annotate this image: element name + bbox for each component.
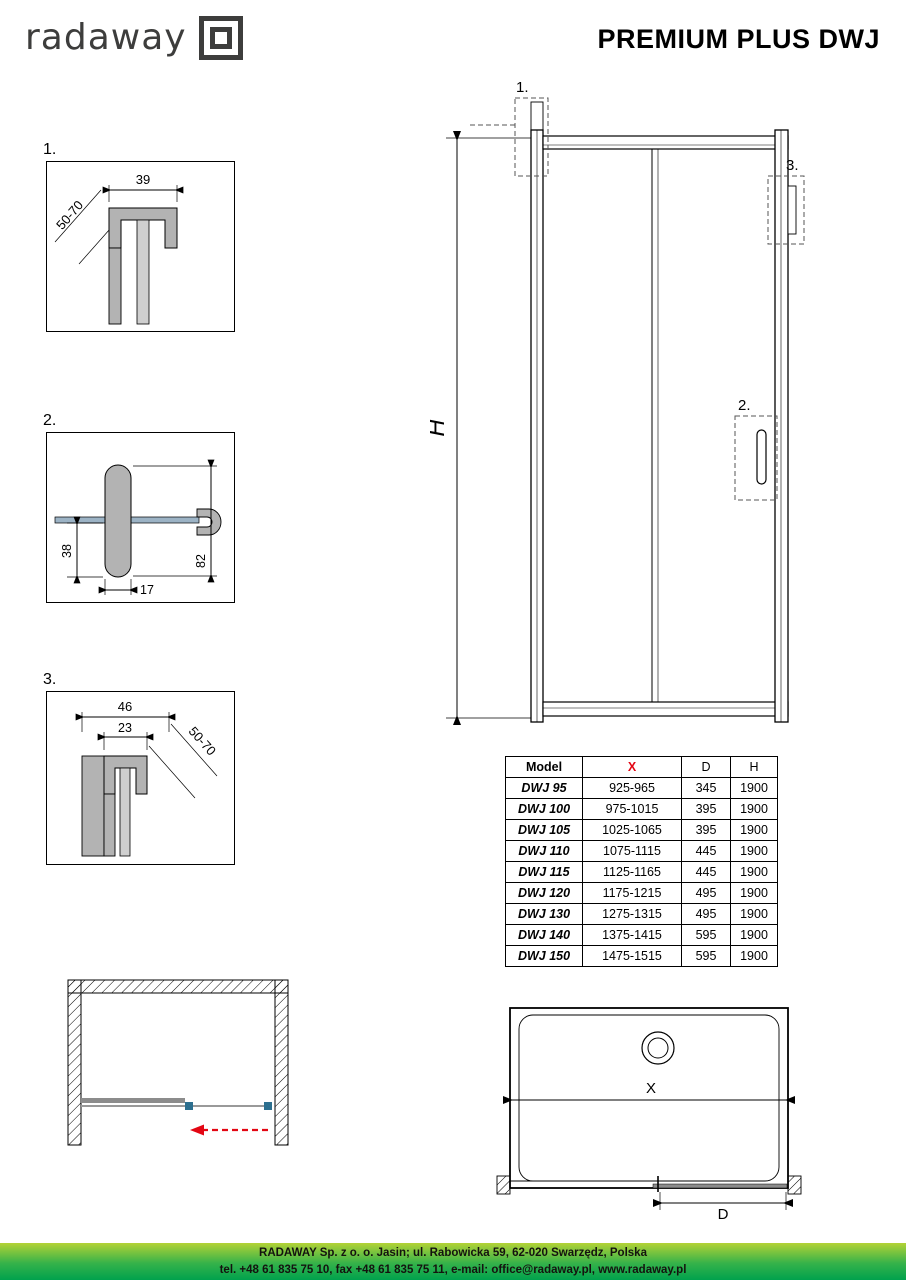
col-h: H <box>730 756 778 778</box>
detail3-drawing: 46 23 50-70 <box>46 691 235 865</box>
detail1-dim-39: 39 <box>102 172 184 202</box>
svg-text:39: 39 <box>136 172 150 187</box>
detail2-svg: 38 17 82 <box>54 459 222 597</box>
svg-text:H: H <box>430 419 450 437</box>
detail1-label: 1. <box>43 141 57 158</box>
slide-direction-arrow <box>190 1124 270 1136</box>
footer-address: RADAWAY Sp. z o. o. Jasin; ul. Rabowicka… <box>259 1246 647 1259</box>
plan-sliding-drawing <box>60 975 305 1155</box>
detail3-label: 3. <box>43 671 57 688</box>
svg-text:1.: 1. <box>516 79 529 96</box>
elevation-svg: H 1. <box>423 79 805 725</box>
col-x: X <box>582 756 682 778</box>
detail2-dim-17: 17 <box>98 579 154 597</box>
detail3-dim-50-70: 50-70 <box>148 724 219 799</box>
drain-circle <box>641 1031 675 1065</box>
svg-text:17: 17 <box>140 583 154 597</box>
svg-text:X: X <box>646 1080 656 1097</box>
door-plan-bottom <box>496 1175 802 1195</box>
detail-marker-3: 3. <box>767 157 805 245</box>
walls-hatched <box>67 979 289 1146</box>
door-panels-plan <box>81 1098 272 1110</box>
glass-divider <box>651 149 659 702</box>
detail2-drawing: 38 17 82 <box>46 432 235 603</box>
col-model: Model <box>505 756 583 778</box>
door-frame <box>530 101 797 723</box>
detail-marker-1: 1. <box>470 79 549 177</box>
svg-text:46: 46 <box>118 699 132 714</box>
wall-profile-section <box>81 755 148 857</box>
elevation-dim-H: H <box>423 131 531 725</box>
brand-square-icon <box>198 16 243 60</box>
svg-text:2.: 2. <box>738 397 751 414</box>
plan-sliding-svg <box>67 979 289 1146</box>
footer-contact: tel. +48 61 835 75 10, fax +48 61 835 75… <box>219 1264 687 1276</box>
elevation-drawing: H 1. <box>423 78 815 743</box>
wall-profile-section <box>108 207 178 325</box>
footer-bar: RADAWAY Sp. z o. o. Jasin; ul. Rabowicka… <box>0 1243 906 1280</box>
detail3-dim-23: 23 <box>97 721 154 750</box>
radaway-logo: radaway <box>25 16 243 60</box>
svg-text:38: 38 <box>60 544 74 558</box>
plan-dimension-svg: X D <box>496 1007 802 1223</box>
detail3-dim-46: 46 <box>75 699 176 732</box>
detail3-svg: 46 23 50-70 <box>75 699 219 857</box>
page-title: PREMIUM PLUS DWJ <box>597 24 880 54</box>
svg-text:50-70: 50-70 <box>186 724 219 759</box>
detail2-dim-82: 82 <box>133 459 217 583</box>
detail-marker-2: 2. <box>734 397 778 501</box>
detail1-svg: 39 50-70 <box>53 172 184 325</box>
door-handle <box>756 429 767 485</box>
table-header-row: Model X D H <box>505 756 778 778</box>
svg-text:82: 82 <box>194 554 208 568</box>
brand-wordmark: radaway <box>25 17 187 58</box>
shower-tray <box>509 1007 789 1189</box>
plan-dim-X: X <box>503 1080 795 1104</box>
detail1-drawing: 39 50-70 <box>46 161 235 332</box>
detail2-dim-38: 38 <box>60 516 103 584</box>
svg-text:23: 23 <box>118 721 132 735</box>
svg-text:D: D <box>718 1206 729 1222</box>
plan-dim-D: D <box>653 1192 793 1223</box>
svg-text:3.: 3. <box>786 157 799 174</box>
plan-dimension-drawing: X D <box>495 1000 810 1223</box>
svg-text:50-70: 50-70 <box>53 198 86 233</box>
detail2-label: 2. <box>43 412 57 429</box>
handle-profile-section <box>104 464 222 578</box>
col-d: D <box>681 756 731 778</box>
